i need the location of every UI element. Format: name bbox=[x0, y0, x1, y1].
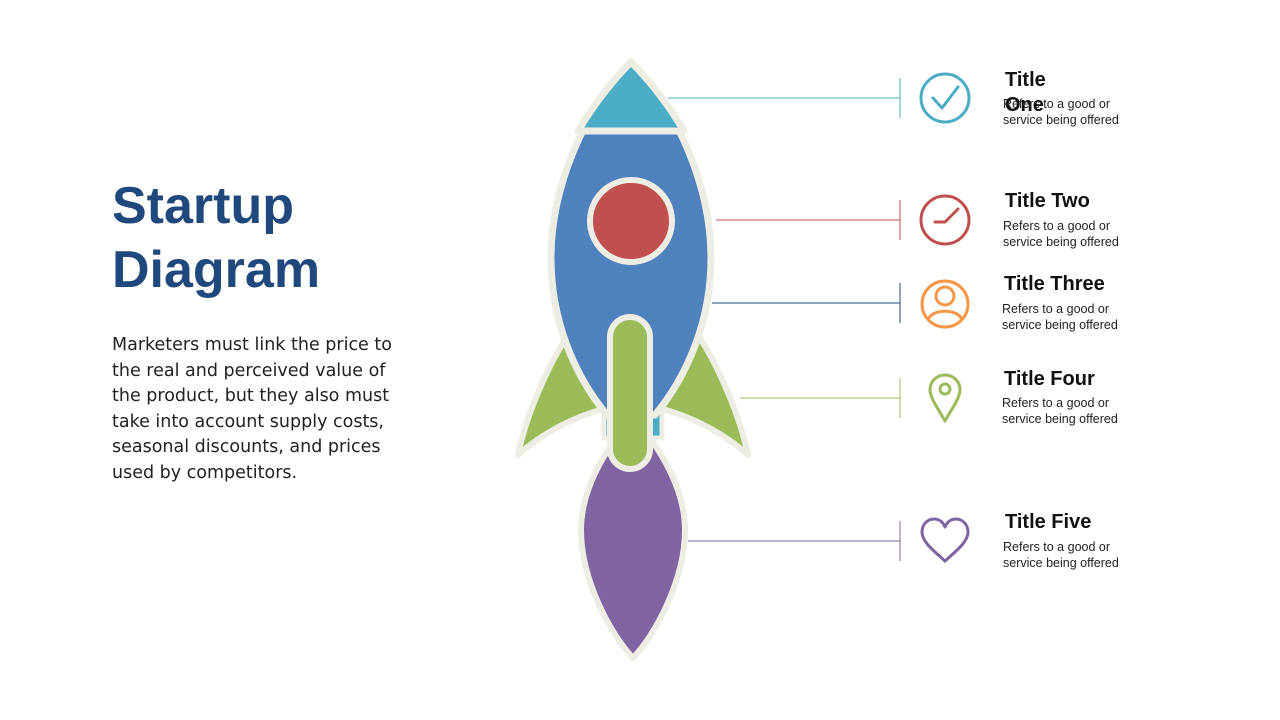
item-desc-four: Refers to a good or service being offere… bbox=[1002, 396, 1118, 426]
item-desc-one: Refers to a good or service being offere… bbox=[1003, 97, 1119, 127]
item-desc-three: Refers to a good or service being offere… bbox=[1002, 302, 1118, 332]
item-title-five: Title Five bbox=[1005, 511, 1092, 533]
rocket-flame bbox=[578, 414, 688, 661]
rocket-illustration bbox=[515, 58, 751, 661]
heart-icon bbox=[920, 517, 970, 563]
item-desc-two: Refers to a good or service being offere… bbox=[1003, 219, 1119, 249]
item-title-three: Title Three bbox=[1004, 273, 1105, 295]
location-pin-icon bbox=[928, 373, 962, 423]
item-title-one: Title One bbox=[1005, 69, 1046, 116]
rocket-nose-cone bbox=[574, 58, 688, 135]
rocket-center-fin bbox=[607, 314, 653, 472]
rocket-window bbox=[587, 177, 675, 265]
checkmark-circle-icon bbox=[919, 72, 971, 124]
description-text: Marketers must link the price to the rea… bbox=[112, 335, 392, 483]
item-title-two: Title Two bbox=[1005, 190, 1090, 212]
user-icon bbox=[920, 279, 970, 329]
item-title-four: Title Four bbox=[1004, 368, 1095, 390]
connector-lines bbox=[668, 78, 901, 561]
clock-icon bbox=[919, 194, 971, 246]
item-desc-five: Refers to a good or service being offere… bbox=[1003, 540, 1119, 570]
page-title: Startup Diagram bbox=[112, 177, 321, 299]
